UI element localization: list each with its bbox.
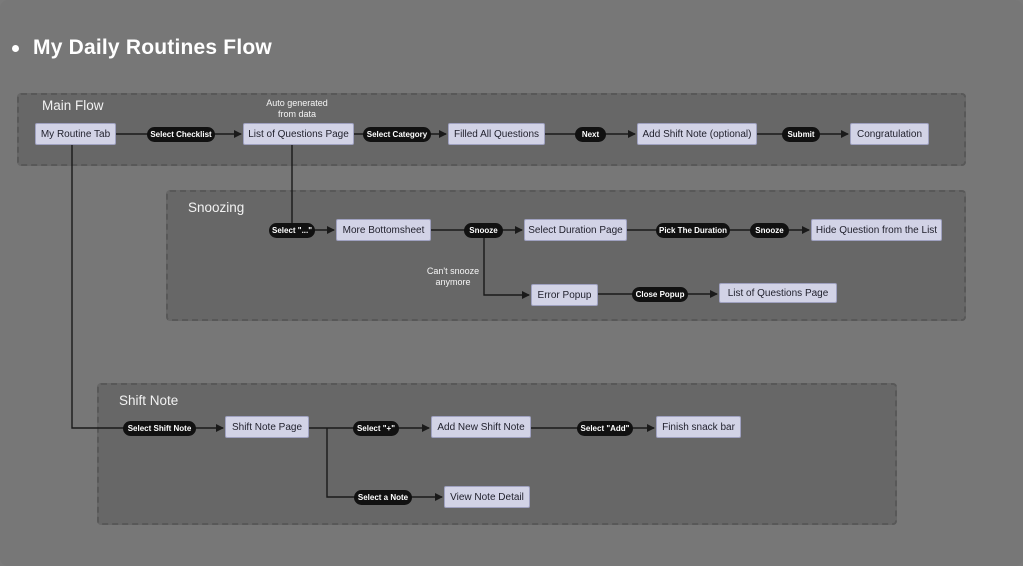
title-bullet [12, 44, 19, 52]
edge-label-close-popup: Close Popup [632, 287, 688, 302]
edge-label-select-a-note: Select a Note [354, 490, 412, 505]
node-filled-all-questions: Filled All Questions [448, 123, 545, 145]
edge-label-next: Next [575, 127, 606, 142]
group-label-shift-note: Shift Note [119, 393, 179, 408]
note-auto-generated: Auto generated from data [257, 98, 337, 120]
note-auto-generated-line2: from data [277, 109, 317, 119]
node-view-note-detail: View Note Detail [444, 486, 530, 508]
edge-label-select-plus: Select "+" [353, 421, 399, 436]
note-cant-snooze-line1: Can't snooze [426, 266, 480, 276]
node-add-shift-note-optional: Add Shift Note (optional) [637, 123, 757, 145]
node-list-of-questions-2: List of Questions Page [719, 283, 837, 303]
node-shift-note-page: Shift Note Page [225, 416, 309, 438]
edge-label-snooze: Snooze [464, 223, 503, 238]
edge-tab-to-shiftnote [71, 145, 224, 432]
note-cant-snooze: Can't snooze anymore [418, 266, 488, 288]
edge-more-to-error [483, 237, 530, 299]
page-title: My Daily Routines Flow [12, 36, 272, 60]
edge-label-select-dots: Select "..." [269, 223, 315, 238]
edge-label-select-shift-note: Select Shift Note [123, 421, 196, 436]
node-more-bottomsheet: More Bottomsheet [336, 219, 431, 241]
node-list-of-questions: List of Questions Page [243, 123, 354, 145]
node-congratulation: Congratulation [850, 123, 929, 145]
node-hide-question: Hide Question from the List [811, 219, 942, 241]
node-add-new-shift-note: Add New Shift Note [431, 416, 531, 438]
node-my-routine-tab: My Routine Tab [35, 123, 116, 145]
edge-shiftnote-to-view [326, 428, 443, 501]
edge-label-snooze-2: Snooze [750, 223, 789, 238]
edge-label-submit: Submit [782, 127, 820, 142]
edge-label-select-add: Select "Add" [577, 421, 633, 436]
edge-label-select-category: Select Category [363, 127, 431, 142]
note-cant-snooze-line2: anymore [435, 277, 471, 287]
node-error-popup: Error Popup [531, 284, 598, 306]
title-text: My Daily Routines Flow [33, 36, 272, 59]
note-auto-generated-line1: Auto generated [266, 98, 328, 108]
node-select-duration-page: Select Duration Page [524, 219, 627, 241]
node-finish-snack-bar: Finish snack bar [656, 416, 741, 438]
edge-label-select-checklist: Select Checklist [147, 127, 215, 142]
group-label-snoozing: Snoozing [188, 200, 245, 215]
group-label-main-flow: Main Flow [42, 98, 104, 113]
edge-list-to-more [291, 145, 335, 234]
edge-label-pick-the-duration: Pick The Duration [656, 223, 730, 238]
